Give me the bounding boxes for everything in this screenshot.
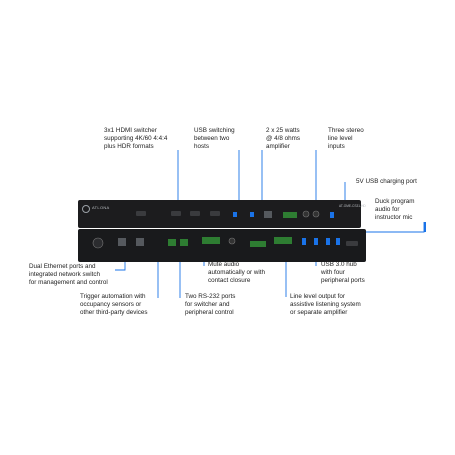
audio-in-jack [312,210,320,218]
duck-program-indicator [424,222,426,232]
hdmi-in-port [136,211,146,216]
mic-jack [228,237,236,245]
bottom-panel-ports [92,237,358,249]
hdmi-in-port [190,211,200,216]
contact-closure-terminal [202,237,220,244]
rs232-terminal [180,239,188,246]
amplifier-terminal [283,212,297,218]
device-model: AT-OME-CS31-HD [339,204,366,208]
rs232-terminal [168,239,176,246]
ethernet-port [136,238,144,246]
usb-host-port [250,212,254,217]
ethernet-port [264,211,272,218]
hdmi-in-port [171,211,181,216]
usb-peripheral-port [326,238,330,245]
ethernet-port [118,238,126,246]
audio-terminal [274,237,292,244]
usb-charging-port [330,212,334,218]
device-bottom-unit [78,229,366,262]
hdmi-in-port [210,211,220,216]
line-out-terminal [250,241,266,247]
atlona-logo-icon [82,205,90,213]
usb-peripheral-port [314,238,318,245]
device-brand: ATLONA [92,205,110,210]
usb-peripheral-port [336,238,340,245]
callout-usb-charging: 5V USB charging port [356,178,417,185]
hdmi-out-port [346,241,358,246]
top-panel-ports [136,210,334,218]
usb-host-port [233,212,237,217]
usb-peripheral-port [302,238,306,245]
audio-in-jack [302,210,310,218]
power-connector [92,237,104,249]
device-top-unit [78,200,361,228]
